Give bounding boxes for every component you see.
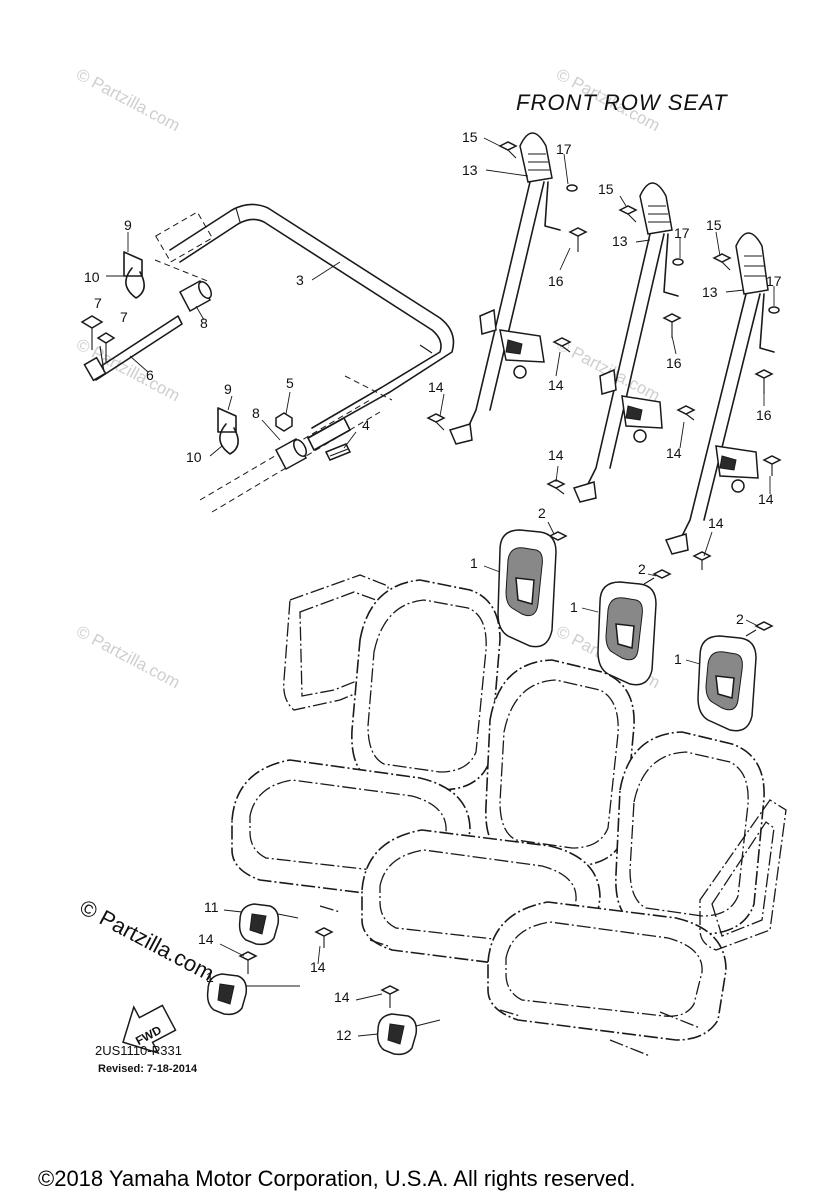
buckle-part-12[interactable] (376, 1013, 441, 1056)
washer-part-17-right[interactable] (768, 306, 780, 314)
callout-5: 5 (286, 375, 294, 391)
callout-2: 2 (638, 561, 646, 577)
callout-13: 13 (612, 233, 628, 249)
bolt-part-16-middle[interactable] (662, 313, 682, 338)
sleeve-part-8-upper[interactable] (178, 279, 214, 313)
washer-part-17-middle[interactable] (672, 258, 684, 266)
headrest-part-1-left[interactable] (497, 529, 557, 648)
watermark: © Partzilla.com (73, 65, 183, 136)
bolt-part-14-middle-b[interactable] (676, 405, 696, 421)
callout-14: 14 (548, 377, 564, 393)
bolt-part-4[interactable] (324, 443, 352, 461)
revised-date: Revised: 7-18-2014 (98, 1063, 198, 1075)
callout-17: 17 (766, 273, 782, 289)
watermark: © Partzilla.com (73, 622, 183, 693)
callout-14: 14 (548, 447, 564, 463)
watermark: © Partzilla.com (553, 335, 663, 406)
callout-13: 13 (462, 162, 478, 178)
partzilla-mark: © Partzilla.com (76, 894, 219, 986)
bolt-part-15-left[interactable] (498, 141, 518, 159)
bolt-part-16-left[interactable] (568, 227, 588, 252)
diagram-title: FRONT ROW SEAT (516, 90, 728, 115)
copyright-notice: ©2018 Yamaha Motor Corporation, U.S.A. A… (38, 1166, 635, 1191)
seatbelt-part-13-middle[interactable] (572, 182, 679, 503)
callout-9: 9 (224, 381, 232, 397)
seatbelt-part-13-left[interactable] (448, 132, 561, 445)
callout-labels: 15 13 17 16 15 13 17 16 15 13 17 16 14 1… (84, 129, 782, 1043)
bolts-and-washers (426, 141, 782, 637)
callout-16: 16 (548, 273, 564, 289)
headrest-part-1-right[interactable] (697, 635, 757, 732)
callout-14: 14 (758, 491, 774, 507)
headrest-part-1-middle[interactable] (597, 581, 657, 686)
bolt-part-7a[interactable] (80, 315, 104, 350)
callout-14: 14 (428, 379, 444, 395)
bolt-part-14-buckle-a[interactable] (238, 951, 258, 974)
callout-4: 4 (362, 417, 370, 433)
callout-14: 14 (708, 515, 724, 531)
buckle-part-11[interactable] (238, 903, 299, 946)
lower-tube (199, 399, 381, 513)
bolt-part-7b[interactable] (96, 332, 116, 362)
bolt-part-14-left-a[interactable] (426, 413, 446, 431)
callout-12: 12 (336, 1027, 352, 1043)
seat-assembly-outline (231, 574, 787, 1057)
crossbar-part-6[interactable] (83, 315, 183, 382)
callout-1: 1 (674, 651, 682, 667)
callout-8: 8 (200, 315, 208, 331)
seat-frame-part-3[interactable] (154, 203, 455, 439)
nut-part-5[interactable] (275, 412, 293, 432)
leader-lines (106, 137, 775, 1037)
bolt-part-16-right[interactable] (754, 369, 774, 394)
bolt-part-14-buckle-b[interactable] (314, 927, 334, 948)
callout-2: 2 (736, 611, 744, 627)
callout-17: 17 (674, 225, 690, 241)
callout-14: 14 (198, 931, 214, 947)
callout-3: 3 (296, 272, 304, 288)
callout-1: 1 (206, 969, 214, 985)
sleeve-part-8-lower[interactable] (274, 437, 309, 471)
diagram-code: 2US1110-P331 (95, 1043, 182, 1058)
callout-17: 17 (556, 141, 572, 157)
callout-6: 6 (146, 367, 154, 383)
bolt-part-14-middle-a[interactable] (546, 479, 566, 495)
bolt-part-2-right[interactable] (745, 621, 774, 637)
bolt-part-14-buckle-c[interactable] (380, 985, 400, 1008)
bolt-part-14-right-a[interactable] (762, 455, 782, 476)
buckle-part-11-lower[interactable] (206, 973, 300, 1016)
callout-15: 15 (462, 129, 478, 145)
callout-14: 14 (310, 959, 326, 975)
callout-1: 1 (470, 555, 478, 571)
callout-7: 7 (94, 295, 102, 311)
callout-9: 9 (124, 217, 132, 233)
callout-7: 7 (120, 309, 128, 325)
callout-14: 14 (666, 445, 682, 461)
bracket-part-9-lower[interactable] (217, 407, 239, 455)
bracket-part-9-upper[interactable] (123, 251, 145, 299)
callout-14: 14 (334, 989, 350, 1005)
callout-2: 2 (538, 505, 546, 521)
bolt-part-15-right[interactable] (712, 253, 732, 271)
bolt-part-14-left-b[interactable] (552, 337, 572, 353)
fwd-arrow-icon: FWD (122, 1004, 177, 1055)
callout-1: 1 (570, 599, 578, 615)
bolt-part-15-middle[interactable] (618, 205, 638, 223)
seatbelt-part-13-right[interactable] (664, 232, 775, 555)
callout-15: 15 (706, 217, 722, 233)
callout-13: 13 (702, 284, 718, 300)
callout-15: 15 (598, 181, 614, 197)
callout-10: 10 (84, 269, 100, 285)
bolt-part-14-right-b[interactable] (692, 551, 712, 570)
callout-10: 10 (186, 449, 202, 465)
callout-11: 11 (204, 899, 219, 915)
callout-16: 16 (756, 407, 772, 423)
callout-16: 16 (666, 355, 682, 371)
washer-part-17-left[interactable] (566, 184, 578, 192)
bolt-part-2-middle[interactable] (643, 569, 672, 585)
callout-8: 8 (252, 405, 260, 421)
